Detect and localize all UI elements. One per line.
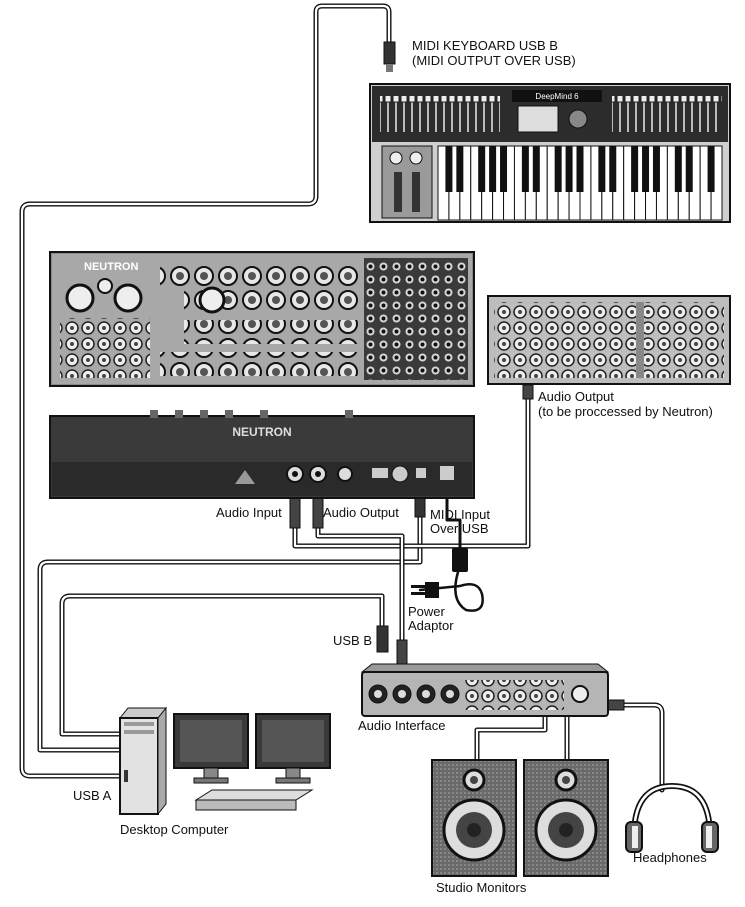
neutron-logo: NEUTRON xyxy=(84,261,138,273)
jack-plug-audio-output xyxy=(312,497,324,529)
external-synth xyxy=(487,295,731,385)
keyboard-device xyxy=(194,789,314,801)
black-key xyxy=(456,146,464,192)
cable-headphones xyxy=(609,702,665,793)
usb-b-plug-interface xyxy=(376,625,389,653)
label-audio-input: Audio Input xyxy=(216,505,282,520)
label-midi-keyboard-line1: MIDI KEYBOARD USB B xyxy=(412,38,558,53)
power-plug-icon xyxy=(411,582,439,598)
label-desktop-computer: Desktop Computer xyxy=(120,822,229,837)
black-key xyxy=(598,146,606,192)
label-midi-keyboard-line2: (MIDI OUTPUT OVER USB) xyxy=(412,53,576,68)
black-key xyxy=(707,146,715,192)
jack-plug-ext-synth xyxy=(522,384,534,400)
label-usb-a: USB A xyxy=(73,788,112,803)
label-midi-input-line1: MIDI Input xyxy=(430,507,490,522)
label-audio-interface: Audio Interface xyxy=(358,718,446,733)
black-key xyxy=(500,146,508,192)
label-midi-input-line2: Over USB xyxy=(430,521,489,536)
black-key xyxy=(478,146,486,192)
studio-monitor-left xyxy=(431,759,517,877)
label-audio-output: Audio Output xyxy=(323,505,399,520)
black-key xyxy=(576,146,584,192)
cable-keyboard-usb xyxy=(19,3,392,779)
black-key xyxy=(685,146,693,192)
deepmind-logo: DeepMind 6 xyxy=(535,92,579,101)
black-key xyxy=(642,146,650,192)
power-brick xyxy=(452,548,468,572)
jack-plug-audio-input xyxy=(289,497,301,529)
neutron-panel: NEUTRON xyxy=(49,251,475,387)
cable-power-loop xyxy=(418,570,484,612)
black-key xyxy=(652,146,660,192)
black-key xyxy=(521,146,529,192)
neutron-rear-logo: NEUTRON xyxy=(232,425,291,439)
midi-keyboard: DeepMind 6 xyxy=(369,83,731,223)
label-audio-output-ext-line2: (to be proccessed by Neutron) xyxy=(538,404,713,419)
audio-interface xyxy=(360,663,610,717)
label-studio-monitors: Studio Monitors xyxy=(436,880,527,895)
studio-monitor-right xyxy=(523,759,609,877)
black-key xyxy=(674,146,682,192)
black-key xyxy=(445,146,453,192)
headphones-icon xyxy=(625,782,719,853)
black-key xyxy=(609,146,617,192)
black-key xyxy=(554,146,562,192)
label-power-line2: Adaptor xyxy=(408,618,454,633)
usb-b-plug-keyboard xyxy=(383,41,396,65)
cable-power xyxy=(445,486,462,552)
black-key xyxy=(631,146,639,192)
cable-monitor-left xyxy=(474,713,548,763)
label-audio-output-ext-line1: Audio Output xyxy=(538,389,614,404)
black-key xyxy=(532,146,540,192)
desktop-computer xyxy=(118,706,331,816)
label-headphones: Headphones xyxy=(633,850,707,865)
label-power-line1: Power xyxy=(408,604,445,619)
cables xyxy=(19,3,665,793)
black-key xyxy=(489,146,497,192)
label-usb-b: USB B xyxy=(333,633,373,648)
black-key xyxy=(565,146,573,192)
neutron-rear: NEUTRON xyxy=(49,410,475,499)
